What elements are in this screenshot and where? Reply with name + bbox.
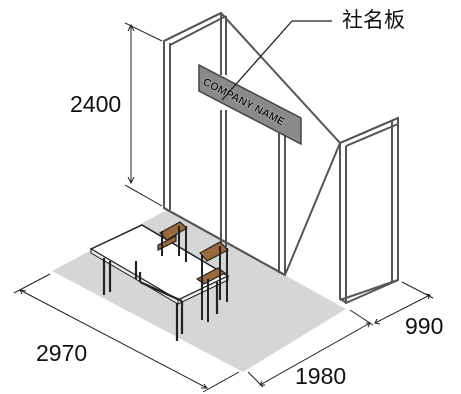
depth-dimension: 1980	[295, 363, 346, 389]
chair-left	[157, 221, 189, 262]
company-name-board	[198, 63, 302, 146]
callout-leader	[221, 20, 332, 101]
height-dimension: 2400	[70, 91, 121, 117]
callout-label: 社名板	[342, 8, 405, 32]
width-dimension: 2970	[36, 340, 87, 366]
side-depth-dimension: 990	[405, 313, 443, 339]
chair-right	[195, 241, 230, 322]
table	[89, 224, 230, 341]
dimension-lines	[13, 22, 434, 393]
wall-frame	[163, 12, 399, 303]
